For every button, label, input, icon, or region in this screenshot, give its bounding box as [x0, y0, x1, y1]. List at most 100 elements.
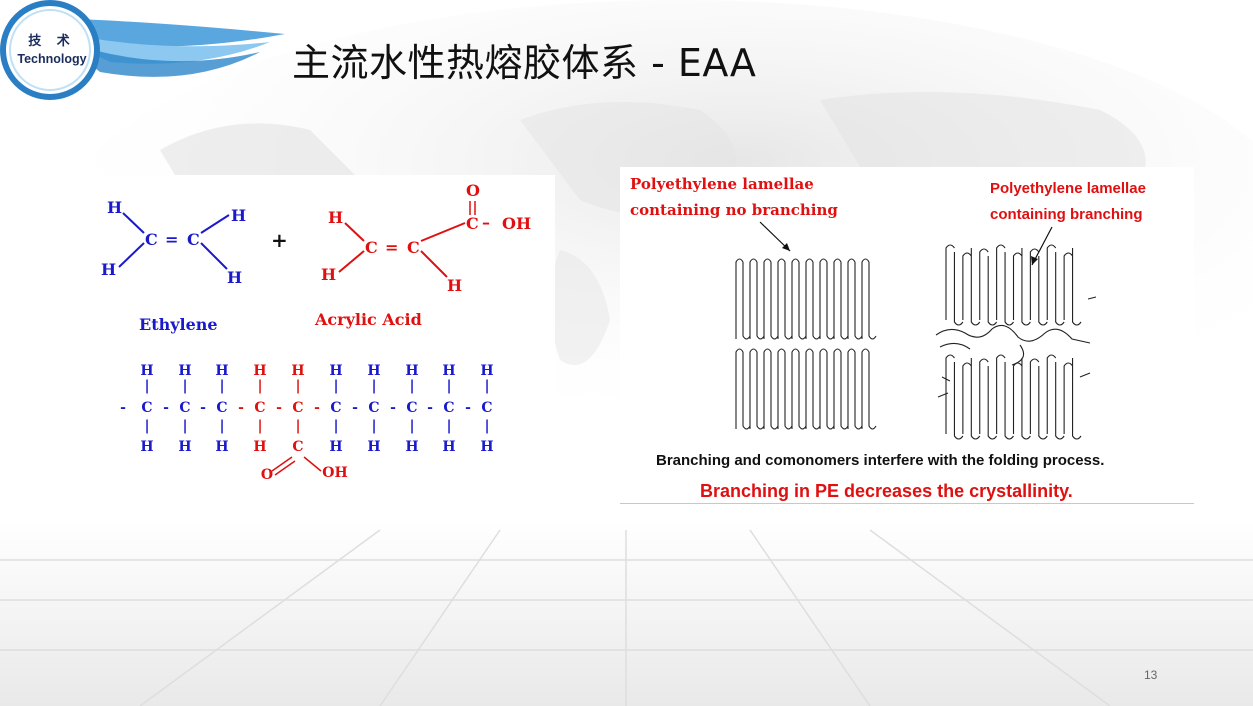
chain-bond: - [200, 400, 206, 416]
chain-carbon: C [254, 400, 265, 416]
chain-carbon: C [368, 400, 379, 416]
chain-bar-bottom: | [446, 418, 451, 434]
acrylic-h-top-left: H [328, 208, 343, 227]
chain-carbon: C [292, 400, 303, 416]
chain-h-bottom: H [442, 439, 455, 455]
chain-h-top: H [480, 363, 493, 379]
chain-carbon: C [216, 400, 227, 416]
carboxyl-oh: OH [322, 465, 347, 481]
page-title: 主流水性热熔胶体系 - EAA [292, 41, 757, 85]
chain-carbon: C [481, 400, 492, 416]
chain-carbon: C [179, 400, 190, 416]
ethylene-h-bottom-left: H [101, 260, 116, 279]
acrylic-acid-label: Acrylic Acid [314, 310, 422, 329]
ethylene-double-bond: = [165, 230, 178, 249]
chain-h-top: H [178, 363, 191, 379]
acrylic-c1: C [365, 238, 378, 257]
chain-h-top: H [329, 363, 342, 379]
chain-bond: - [276, 400, 282, 416]
chain-h-top: H [367, 363, 380, 379]
carboxyl-o: O [261, 467, 273, 483]
label-branching-line1: Polyethylene lamellae [990, 180, 1146, 197]
chain-bond: - [238, 400, 244, 416]
chain-bond: - [352, 400, 358, 416]
chain-h-top: H [442, 363, 455, 379]
chain-bar-top: | [333, 378, 338, 394]
chain-h-top: H [405, 363, 418, 379]
chain-bar-top: | [295, 378, 300, 394]
ethylene-structure: H H H H C = C [101, 198, 246, 287]
acrylic-dash: – [482, 213, 490, 232]
chain-carbon: C [141, 400, 152, 416]
acrylic-oh: OH [502, 214, 531, 233]
chain-h-bottom: H [405, 439, 418, 455]
chain-bar-top: | [446, 378, 451, 394]
acrylic-o-top: O [466, 181, 480, 200]
chain-bar-bottom: | [371, 418, 376, 434]
acrylic-h-bottom-left: H [321, 265, 336, 284]
ethylene-h-top-right: H [231, 206, 246, 225]
chain-carbonyl-carbon: C [292, 439, 303, 455]
chain-bar-top: | [144, 378, 149, 394]
chain-h-bottom: H [329, 439, 342, 455]
chain-bar-bottom: | [333, 418, 338, 434]
chain-bond: - [390, 400, 396, 416]
label-branching-line2: containing branching [990, 206, 1143, 223]
logo-text-en: Technology [17, 52, 87, 66]
chain-carbon: C [443, 400, 454, 416]
lamellae-no-branching [735, 258, 877, 430]
chain-bond: - [427, 400, 433, 416]
chain-bar-bottom: | [484, 418, 489, 434]
chemistry-diagram: H H H H C = C + O C – OH H H H C = C [101, 181, 531, 483]
chain-h-top: H [140, 363, 153, 379]
acrylic-acid-structure: O C – OH H H H C = C [321, 181, 531, 295]
chain-h-bottom: H [367, 439, 380, 455]
chain-carbon: C [406, 400, 417, 416]
ethylene-h-bottom-right: H [227, 268, 242, 287]
chain-h-bottom: H [140, 439, 153, 455]
page-number: 13 [1144, 668, 1158, 682]
chain-bar-top: | [484, 378, 489, 394]
chain-bar-bottom: | [144, 418, 149, 434]
chain-h-bottom: H [215, 439, 228, 455]
label-no-branching-line2: containing no branching [630, 201, 838, 219]
chain-bar-bottom: | [409, 418, 414, 434]
ethylene-c2: C [187, 230, 200, 249]
acrylic-h-bottom-right: H [447, 276, 462, 295]
reaction-plus: + [271, 228, 288, 252]
chain-bar-top: | [182, 378, 187, 394]
acrylic-c-carboxyl: C [466, 214, 479, 233]
chain-carbon: C [330, 400, 341, 416]
chain-h-bottom: H [253, 439, 266, 455]
caption-crystallinity: Branching in PE decreases the crystallin… [700, 481, 1073, 501]
chain-bar-bottom: | [219, 418, 224, 434]
chain-bar-top: | [257, 378, 262, 394]
chain-h-top: H [291, 363, 304, 379]
chain-bond: - [120, 400, 126, 416]
acrylic-c2: C [407, 238, 420, 257]
chain-h-bottom: H [178, 439, 191, 455]
chain-bar-bottom: | [257, 418, 262, 434]
caption-folding: Branching and comonomers interfere with … [656, 452, 1104, 469]
chain-h-top: H [253, 363, 266, 379]
chain-bar-bottom: | [182, 418, 187, 434]
chain-bar-top: | [219, 378, 224, 394]
acrylic-double-bond: = [385, 238, 398, 257]
chain-bar-bottom: | [295, 418, 300, 434]
logo-graphic [0, 0, 285, 100]
chain-bar-top: | [409, 378, 414, 394]
chain-bar-top: | [371, 378, 376, 394]
chain-bond: - [465, 400, 471, 416]
lamellae-diagram: Polyethylene lamellae containing no bran… [630, 175, 1146, 501]
chain-h-bottom: H [480, 439, 493, 455]
ethylene-h-top-left: H [107, 198, 122, 217]
chemistry-panel: H H H H C = C + O C – OH H H H C = C [89, 175, 555, 500]
chain-h-top: H [215, 363, 228, 379]
lamellae-panel: Polyethylene lamellae containing no bran… [620, 167, 1194, 504]
logo-text-cn: 技 术 [28, 33, 76, 48]
chain-bond: - [314, 400, 320, 416]
chain-bond: - [163, 400, 169, 416]
ethylene-c1: C [145, 230, 158, 249]
polymer-chain: H|C|HH|C|HH|C|HH|C|HH|C|CH|C|HH|C|HH|C|H… [120, 363, 494, 483]
lamellae-branching [935, 244, 1097, 440]
